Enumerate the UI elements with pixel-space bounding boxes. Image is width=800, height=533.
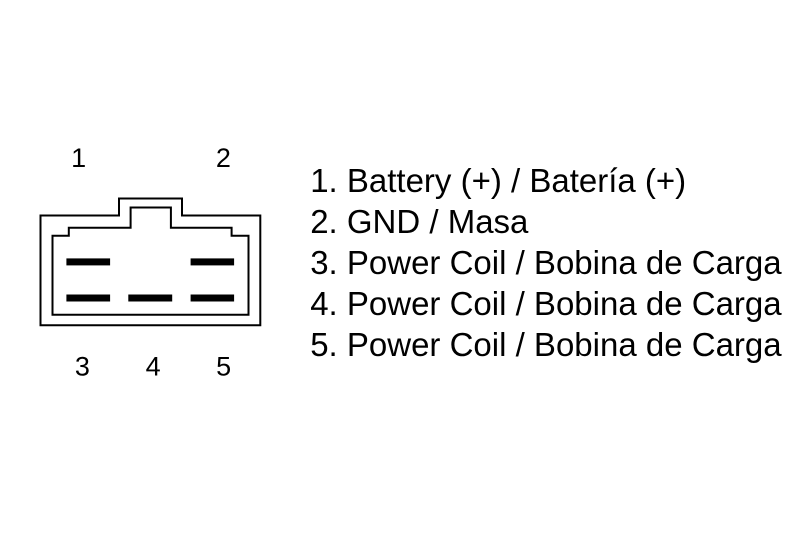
svg-text:2: 2 [216, 143, 231, 173]
svg-text:1: 1 [71, 143, 86, 173]
svg-text:5: 5 [216, 351, 231, 381]
svg-text:3: 3 [75, 351, 90, 381]
svg-text:4: 4 [146, 351, 161, 381]
